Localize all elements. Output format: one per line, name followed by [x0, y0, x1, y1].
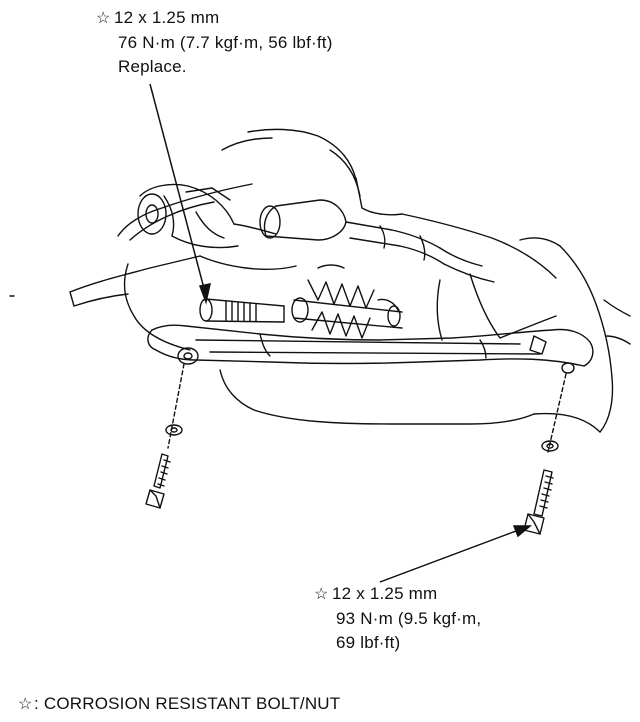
chassis-outline — [9, 128, 631, 433]
bottom-callout-leader — [379, 527, 525, 583]
top-callout-note: Replace. — [118, 57, 187, 76]
star-icon: ☆ — [96, 10, 111, 27]
left-lower-bolt — [145, 453, 171, 509]
top-callout-size-line: ☆12 x 1.25 mm — [96, 6, 333, 31]
differential-housing — [137, 183, 495, 283]
bottom-bolt-callout: ☆12 x 1.25 mm 93 N·m (9.5 kgf·m, 69 lbf·… — [314, 582, 481, 655]
bottom-callout-size: 12 x 1.25 mm — [332, 584, 438, 603]
legend-text: : CORROSION RESISTANT BOLT/NUT — [34, 694, 341, 713]
legend: ☆: CORROSION RESISTANT BOLT/NUT — [18, 692, 340, 717]
lower-arm — [147, 324, 594, 367]
star-icon: ☆ — [18, 696, 33, 713]
left-bushing — [165, 347, 199, 449]
bottom-callout-torque-line2: 69 lbf·ft) — [336, 633, 401, 652]
top-callout-leader — [149, 83, 207, 297]
top-bolt-callout: ☆12 x 1.25 mm 76 N·m (7.7 kgf·m, 56 lbf·… — [96, 6, 333, 79]
top-callout-size: 12 x 1.25 mm — [114, 8, 220, 27]
top-callout-torque: 76 N·m (7.7 kgf·m, 56 lbf·ft) — [118, 33, 333, 52]
right-bushing — [541, 362, 575, 453]
leader-lines — [149, 83, 533, 583]
bottom-callout-arrowhead — [512, 525, 533, 538]
upper-bolt — [199, 298, 285, 323]
top-callout-arrowhead — [198, 283, 211, 305]
bottom-callout-size-line: ☆12 x 1.25 mm — [314, 582, 481, 607]
bottom-callout-torque-line1: 93 N·m (9.5 kgf·m, — [336, 609, 482, 628]
star-icon: ☆ — [314, 586, 329, 603]
right-lower-bolt — [523, 469, 554, 535]
damper-assembly — [291, 264, 403, 339]
